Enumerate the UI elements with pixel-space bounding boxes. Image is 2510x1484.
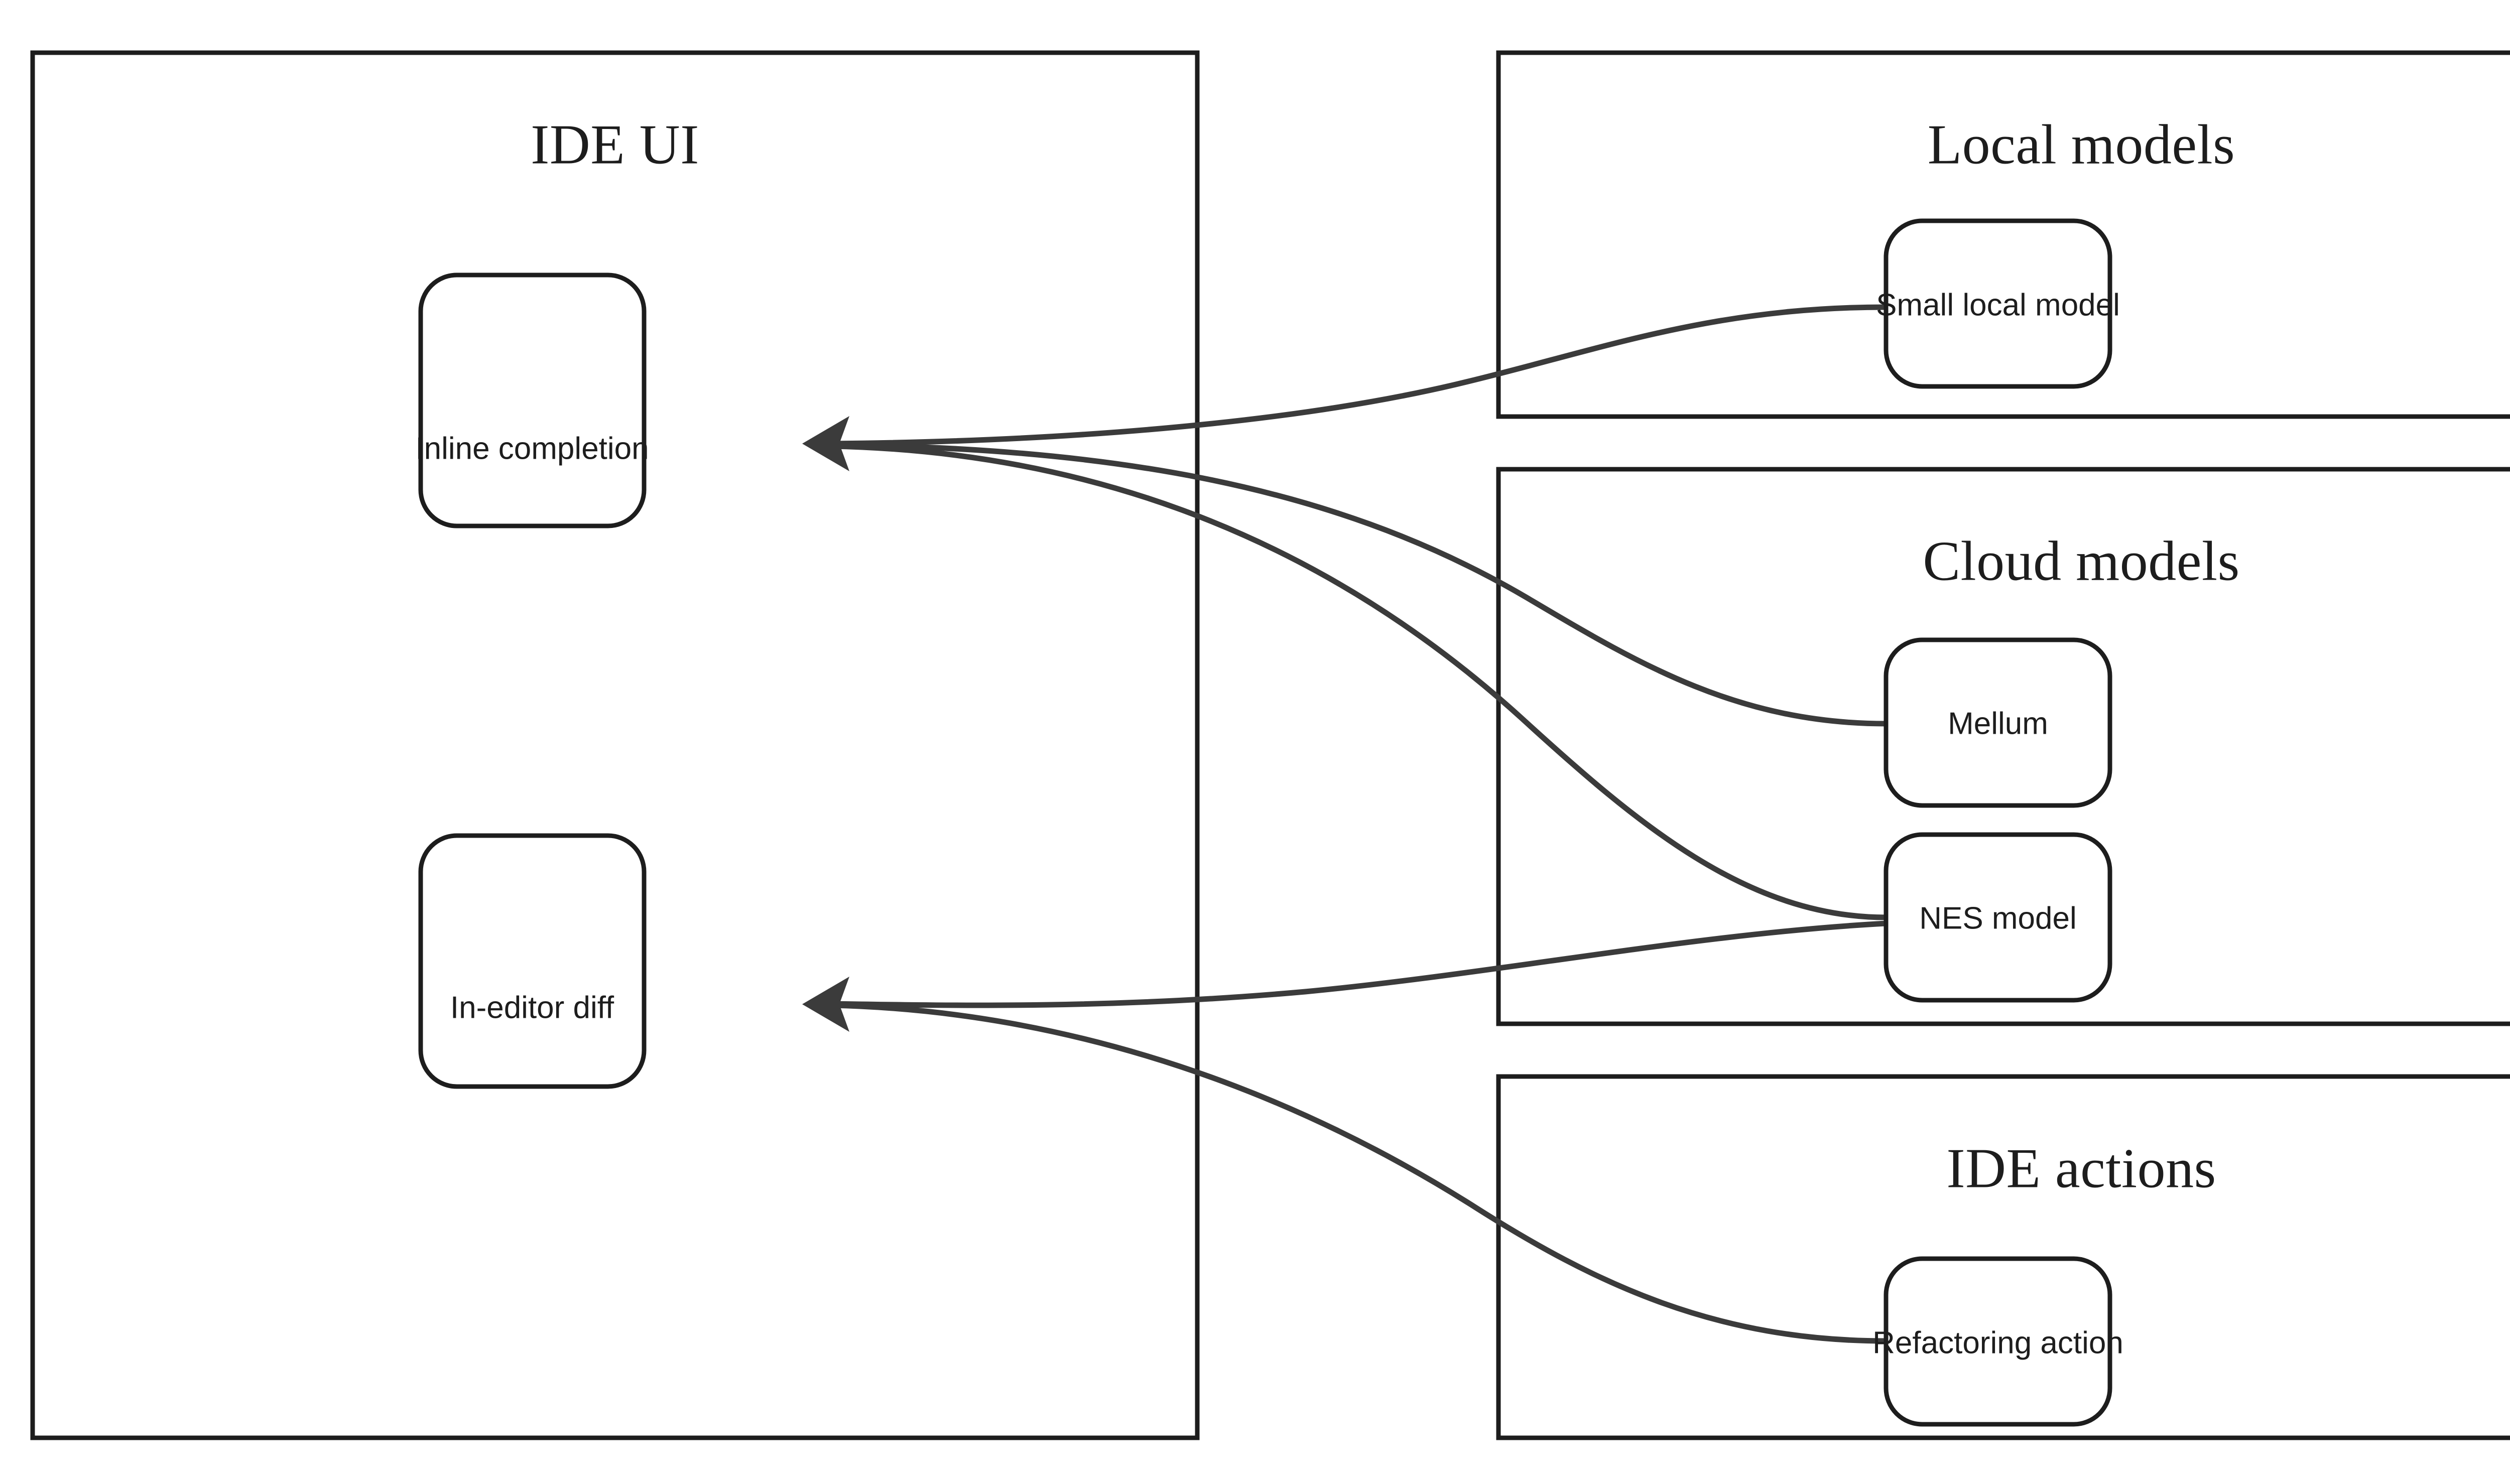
group-ide-ui[interactable] (30, 50, 1200, 1440)
edge-mellum-to-inline[interactable] (828, 442, 1889, 727)
arrowhead-to-in-editor-diff (802, 977, 849, 1032)
node-mellum[interactable] (1884, 637, 2112, 808)
edge-nes-to-inline[interactable] (828, 443, 1889, 920)
node-refactoring-action[interactable] (1884, 1256, 2112, 1427)
node-label-refactoring-action: Refactoring action (1872, 1325, 2123, 1360)
arrowhead-to-inline-completion (802, 416, 849, 471)
group-title-cloud-models: Cloud models (1923, 530, 2239, 593)
node-in-editor-diff[interactable] (418, 833, 647, 1089)
group-title-local-models: Local models (1928, 114, 2235, 176)
node-label-mellum: Mellum (1948, 706, 2048, 741)
edge-small-local-to-inline[interactable] (828, 304, 1889, 447)
group-title-ide-ui: IDE UI (531, 114, 699, 176)
edge-refactoring-to-diff[interactable] (828, 1002, 1889, 1344)
node-inline-completion[interactable] (418, 273, 647, 528)
group-title-ide-actions: IDE actions (1946, 1138, 2216, 1200)
node-label-in-editor-diff: In-editor diff (450, 990, 614, 1025)
node-label-nes-model: NES model (1919, 901, 2077, 935)
node-nes-model[interactable] (1884, 832, 2112, 1003)
node-label-small-local-model: Small local model (1876, 288, 2120, 322)
edge-nes-to-diff[interactable] (828, 920, 1889, 1008)
node-small-local-model[interactable] (1884, 218, 2112, 389)
node-label-inline-completion: Inline completion (415, 431, 649, 466)
